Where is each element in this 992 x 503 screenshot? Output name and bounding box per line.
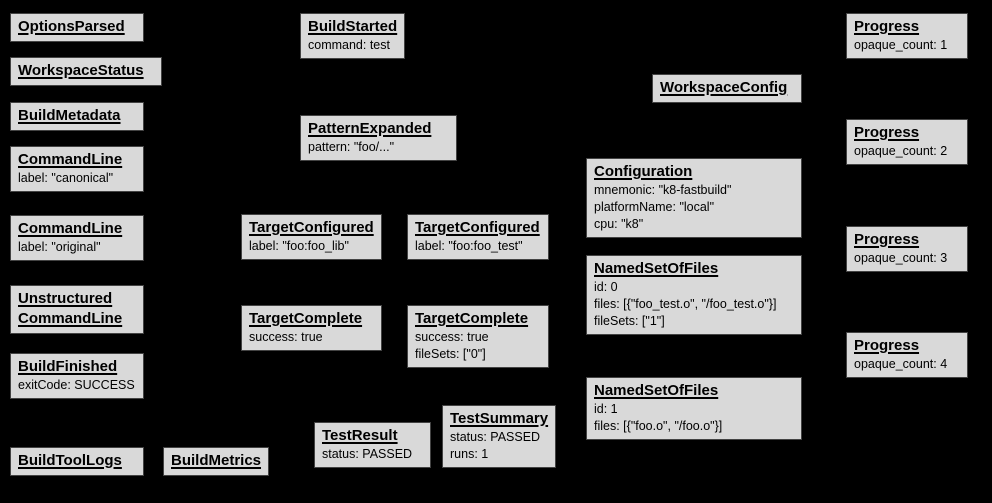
event-box-build-metrics: BuildMetrics <box>163 447 270 476</box>
event-title: Unstructured CommandLine <box>18 290 123 327</box>
event-box-target-complete-foo-test: TargetComplete success: true fileSets: [… <box>407 305 549 368</box>
event-box-options-parsed: OptionsParsed <box>10 13 144 42</box>
event-title: Configuration <box>594 163 693 180</box>
event-field: pattern: "foo/..." <box>308 140 395 154</box>
event-box-unstructured-command-line: Unstructured CommandLine <box>10 285 144 334</box>
event-box-target-configured-foo-test: TargetConfigured label: "foo:foo_test" <box>407 214 549 260</box>
event-field: opaque_count: 3 <box>854 251 948 265</box>
event-field: status: PASSED <box>450 430 541 444</box>
event-field: status: PASSED <box>322 447 413 461</box>
event-title: BuildFinished <box>18 358 118 375</box>
event-title: BuildToolLogs <box>18 452 122 469</box>
event-title: WorkspaceStatus <box>18 62 144 79</box>
event-field: opaque_count: 1 <box>854 38 948 52</box>
event-field: files: [{"foo.o", "/foo.o"}] <box>594 419 723 433</box>
event-box-command-line-canonical: CommandLine label: "canonical" <box>10 146 144 192</box>
event-box-progress-2: Progress opaque_count: 2 <box>846 119 968 165</box>
event-box-target-configured-foo-lib: TargetConfigured label: "foo:foo_lib" <box>241 214 382 260</box>
event-title: TargetConfigured <box>415 219 540 236</box>
event-field: id: 1 <box>594 402 618 416</box>
event-field: success: true <box>415 330 489 344</box>
event-title: BuildStarted <box>308 18 398 35</box>
event-field: success: true <box>249 330 323 344</box>
event-box-target-complete-foo-lib: TargetComplete success: true <box>241 305 382 351</box>
event-box-build-tool-logs: BuildToolLogs <box>10 447 144 476</box>
event-box-progress-1: Progress opaque_count: 1 <box>846 13 968 59</box>
event-box-named-set-of-files-1: NamedSetOfFiles id: 1 files: [{"foo.o", … <box>586 377 802 440</box>
event-field: platformName: "local" <box>594 200 715 214</box>
event-title: TargetComplete <box>415 310 529 327</box>
event-box-test-summary: TestSummary status: PASSED runs: 1 <box>442 405 557 468</box>
event-field: label: "original" <box>18 240 101 254</box>
event-title: Progress <box>854 124 920 141</box>
event-box-workspace-status: WorkspaceStatus <box>10 57 162 86</box>
event-title: NamedSetOfFiles <box>594 260 719 277</box>
event-field: label: "canonical" <box>18 171 114 185</box>
event-title: Progress <box>854 231 920 248</box>
event-box-named-set-of-files-0: NamedSetOfFiles id: 0 files: [{"foo_test… <box>586 255 802 335</box>
event-title: TargetConfigured <box>249 219 374 236</box>
event-title: CommandLine <box>18 220 123 237</box>
event-field: fileSets: ["0"] <box>415 347 486 361</box>
event-field: label: "foo:foo_test" <box>415 239 523 253</box>
event-title: NamedSetOfFiles <box>594 382 719 399</box>
event-title: Progress <box>854 337 920 354</box>
event-title: OptionsParsed <box>18 18 125 35</box>
event-title: Progress <box>854 18 920 35</box>
event-title: PatternExpanded <box>308 120 432 137</box>
event-box-progress-4: Progress opaque_count: 4 <box>846 332 968 378</box>
event-field: id: 0 <box>594 280 618 294</box>
event-field: mnemonic: "k8-fastbuild" <box>594 183 732 197</box>
event-title: CommandLine <box>18 151 123 168</box>
event-box-workspace-config: WorkspaceConfig <box>652 74 802 103</box>
event-title: TestSummary <box>450 410 549 427</box>
event-box-build-finished: BuildFinished exitCode: SUCCESS <box>10 353 144 399</box>
event-box-test-result: TestResult status: PASSED <box>314 422 431 468</box>
event-box-configuration: Configuration mnemonic: "k8-fastbuild" p… <box>586 158 802 238</box>
event-title: TargetComplete <box>249 310 363 327</box>
event-title: BuildMetadata <box>18 107 121 124</box>
event-field: files: [{"foo_test.o", "/foo_test.o"}] <box>594 297 777 311</box>
event-box-command-line-original: CommandLine label: "original" <box>10 215 144 261</box>
event-title: WorkspaceConfig <box>660 79 788 96</box>
event-field: fileSets: ["1"] <box>594 314 665 328</box>
event-box-build-started: BuildStarted command: test <box>300 13 406 59</box>
event-field: runs: 1 <box>450 447 489 461</box>
event-box-progress-3: Progress opaque_count: 3 <box>846 226 968 272</box>
event-field: opaque_count: 4 <box>854 357 948 371</box>
event-box-build-metadata: BuildMetadata <box>10 102 144 131</box>
event-title: BuildMetrics <box>171 452 262 469</box>
event-field: exitCode: SUCCESS <box>18 378 135 392</box>
event-field: opaque_count: 2 <box>854 144 948 158</box>
event-field: command: test <box>308 38 390 52</box>
event-title: TestResult <box>322 427 398 444</box>
event-field: cpu: "k8" <box>594 217 644 231</box>
event-box-pattern-expanded: PatternExpanded pattern: "foo/..." <box>300 115 457 161</box>
event-field: label: "foo:foo_lib" <box>249 239 349 253</box>
